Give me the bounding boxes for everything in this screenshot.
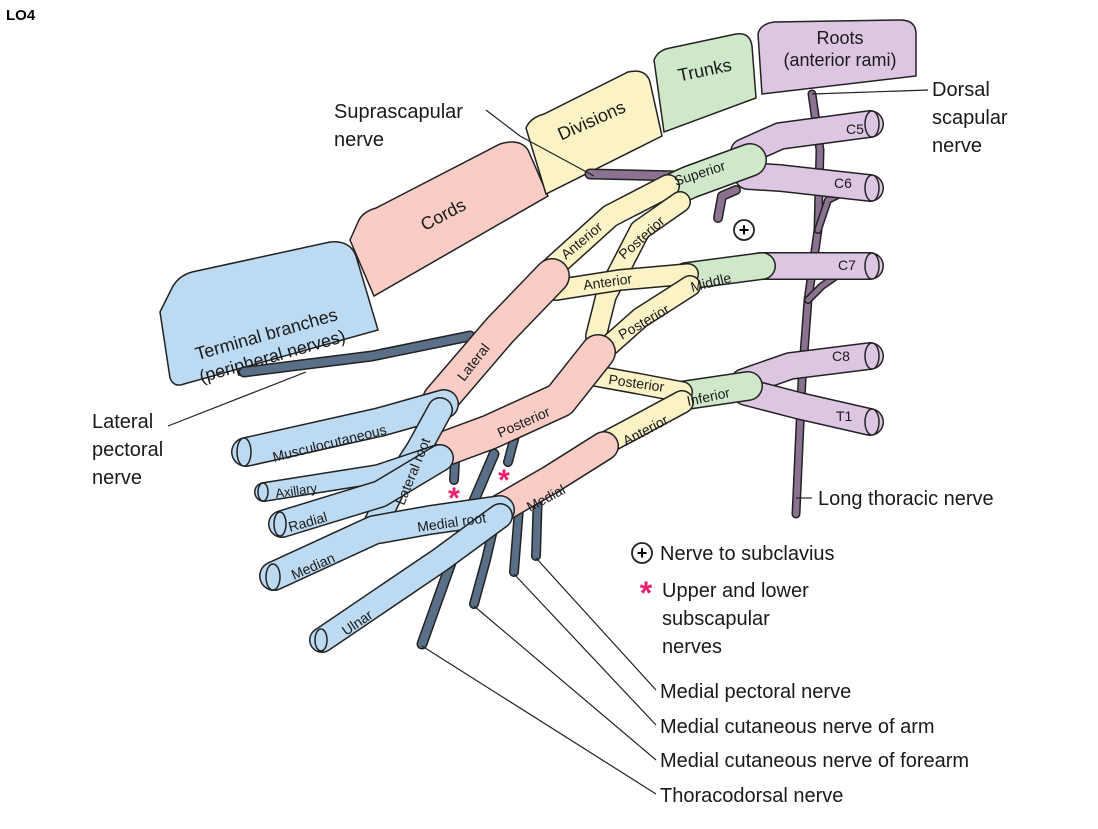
medial-cutaneous-arm-leader [513,573,657,726]
root-label-c6: C6 [834,175,852,191]
medial-pectoral-label: Medial pectoral nerve [660,681,851,703]
ulnar-fill [310,504,512,652]
division-label-post-inf: Posterior [608,371,666,395]
medial-cutaneous-arm-label: Medial cutaneous nerve of arm [660,716,935,738]
root-t1-fill [733,379,883,435]
subclavius-plus-symbol: + [739,220,750,240]
radial-fill [269,445,453,537]
suprascapular-leader [485,109,595,177]
radial-end [273,511,287,537]
ulnar-end [314,628,328,652]
division-ant-sup-fill [537,175,679,283]
suprascapular-label-line2: nerve [334,129,384,151]
lateral-pectoral-label-line1: Lateral [92,411,153,433]
header-trunks-tab [653,33,757,134]
markers: + * * [448,219,755,515]
terminal-label-axillary: Axillary [274,480,318,501]
lateral-pectoral-leader [167,371,307,427]
header-cords-tab [349,141,549,298]
terminal-cut-ends [236,437,328,652]
lateral-pectoral-label-line3: nerve [92,467,142,489]
header-divisions-tab [525,70,663,196]
root-c7-end [864,252,880,280]
root-c6-end [864,174,880,202]
upper-subscapular-star-icon: * [448,482,460,515]
legend-subclavius-label: Nerve to subclavius [660,543,835,565]
plexus-trunks-divisions [231,110,884,653]
lateral-pectoral-label-line2: pectoral [92,439,163,461]
musculocutaneous-fill [232,390,458,466]
cords-group [418,258,619,525]
thoracodorsal-leader [421,645,657,795]
subclavius-plus-icon [733,219,755,241]
long-thoracic-label: Long thoracic nerve [818,488,994,510]
division-post-mid-fill [594,276,700,360]
corner-label: LO4 [6,7,36,24]
axillary-end [257,482,269,502]
legend-subscapular-line1: Upper and lower [662,580,809,602]
root-label-t1: T1 [836,408,853,424]
legend-subscapular-line2: subscapular [662,608,770,630]
dorsal-scapular-leader [811,89,929,95]
root-c5-end [864,110,880,138]
leader-lines [167,89,929,795]
subclavius-nerve-fill [714,186,740,222]
header-tabs: Terminal branches (peripheral nerves) Co… [159,19,917,387]
cord-medial-fill [484,432,618,524]
root-label-c8: C8 [832,348,850,364]
header-terminal-tab [159,241,379,386]
divisions-group [536,174,701,458]
medial-cutaneous-forearm-label: Medial cutaneous nerve of forearm [660,750,969,772]
median-fill [260,496,514,590]
musculocutaneous-end [236,437,252,467]
medial-cutaneous-forearm-leader [473,605,657,761]
legend: + Nerve to subclavius * Upper and lower … [631,542,835,658]
medial-pectoral-leader [535,557,657,691]
root-c6-fill [735,163,883,201]
dorsal-scapular-label-line2: scapular [932,107,1008,129]
header-roots-line2: (anterior rami) [783,50,896,70]
root-label-c7: C7 [838,257,856,273]
suprascapular-label-line1: Suprascapular [334,101,463,123]
thoracodorsal-label: Thoracodorsal nerve [660,785,843,807]
lateral-pectoral-nerve-fill [240,332,474,376]
root-label-c5: C5 [846,121,864,137]
terminals-group [231,389,515,653]
division-label-ant-mid: Anterior [582,270,633,293]
root-c8-end [864,342,880,370]
division-ant-mid-fill [546,264,698,300]
root-t1-end [864,408,880,436]
legend-subscapular-line3: nerves [662,636,722,658]
dorsal-scapular-label-line1: Dorsal [932,79,990,101]
division-post-sup-fill [586,192,690,346]
median-end [265,563,281,591]
callout-labels: Suprascapular nerve Dorsal scapular nerv… [92,79,1008,807]
cord-lateral-fill [423,259,569,417]
header-roots-line1: Roots [816,28,863,48]
lower-subscapular-star-icon: * [498,464,510,497]
cord-posterior-fill [419,335,615,469]
legend-plus-icon [631,542,653,564]
legend-star-icon: * [640,575,653,611]
dorsal-scapular-label-line3: nerve [932,135,982,157]
root-c8-fill [731,343,883,395]
division-post-inf-fill [586,366,692,402]
header-roots-tab [757,19,917,95]
cut-ends [864,110,880,436]
legend-plus-symbol: + [637,543,648,563]
